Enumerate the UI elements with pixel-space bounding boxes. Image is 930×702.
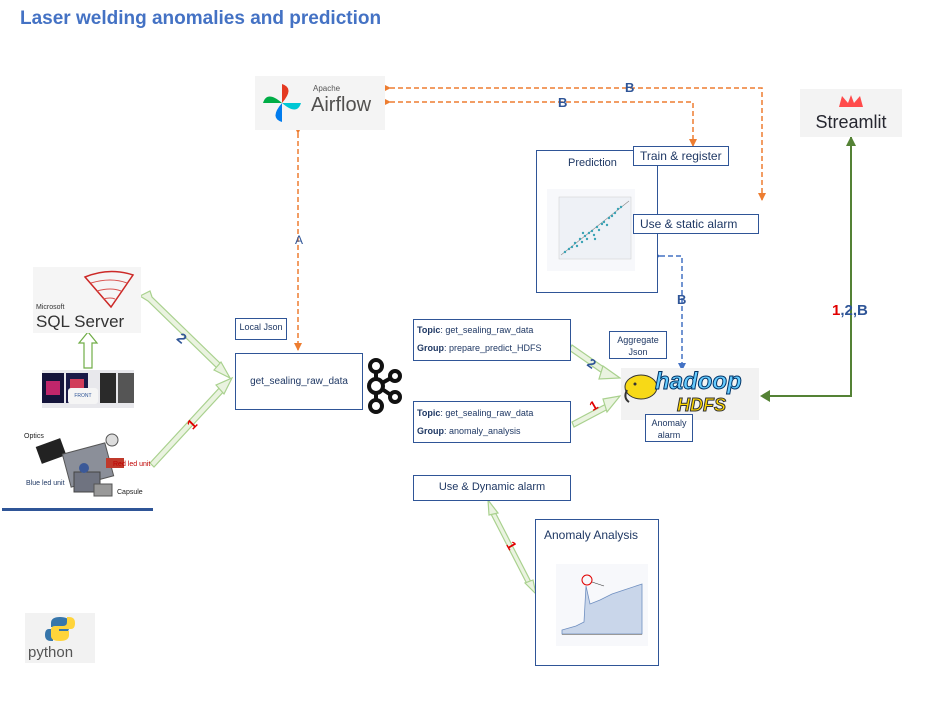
python-snake-icon <box>45 617 75 641</box>
edge-label-streamlit-1: 1 <box>832 302 841 319</box>
edge-label-b-mid: B <box>558 95 568 110</box>
anomaly-alarm-doc: Anomaly alarm <box>645 414 693 442</box>
prediction-box: Prediction <box>536 150 658 293</box>
sql-server-icon <box>83 270 135 309</box>
edge-hdfs-arrowhead <box>760 390 770 402</box>
anomaly-analysis-title: Anomaly Analysis <box>544 528 639 542</box>
instruments-image: FRONT <box>42 370 134 408</box>
airflow-small-text: Apache <box>313 84 341 93</box>
use-static-alarm-node: Use & static alarm <box>633 214 759 234</box>
hadoop-text: hadoop <box>655 368 743 396</box>
red-led-label: Red led unit <box>113 461 151 468</box>
airflow-pinwheel-icon <box>263 84 301 122</box>
aggregate-json-doc: Aggregate Json <box>609 331 667 359</box>
edge-hdfs-streamlit <box>762 136 856 397</box>
local-json-doc: Local Json <box>235 318 287 340</box>
airflow-big-text: Airflow <box>311 94 372 116</box>
edge-label-b-pred: B <box>677 292 687 307</box>
page-title: Laser welding anomalies and prediction <box>20 8 382 29</box>
edge-prediction-hdfs <box>653 252 686 371</box>
use-dynamic-alarm-node: Use & Dynamic alarm <box>413 475 571 501</box>
topic-box-anomaly: Topic: get_sealing_raw_data Group: anoma… <box>413 401 571 443</box>
edge-label-b-top: B <box>625 80 635 95</box>
topic2-topic-line: Topic: get_sealing_raw_data <box>417 408 534 418</box>
thermal-frame-3 <box>100 373 116 403</box>
edge-dynamic-analysis <box>487 498 538 596</box>
topic-box-predict: Topic: get_sealing_raw_data Group: prepa… <box>413 319 571 361</box>
edge-sql-kafka <box>138 290 232 380</box>
python-text: python <box>28 644 74 661</box>
kafka-icon <box>367 358 402 414</box>
sql-big-text: SQL Server <box>36 312 125 331</box>
streamlit-logo: Streamlit <box>800 89 902 137</box>
kafka-source-box: get_sealing_raw_data <box>235 353 363 410</box>
edge-airflow-static <box>383 84 766 201</box>
prediction-scatter-thumbnail <box>547 189 635 271</box>
hdfs-text: HDFS <box>677 395 727 416</box>
device-icon: FRONT <box>68 388 98 404</box>
hadoop-elephant-icon <box>624 374 658 403</box>
thermal-frame-4 <box>118 373 134 403</box>
edge-airflow-train <box>383 98 697 147</box>
edge-label-streamlit: 1,2,B <box>832 302 868 319</box>
capsule-label: Capsule <box>117 489 143 496</box>
sql-server-logo: Microsoft SQL Server <box>33 267 141 333</box>
optics-label: Optics <box>24 433 44 440</box>
sql-small-text: Microsoft <box>36 304 65 311</box>
python-logo: python <box>25 613 95 663</box>
hadoop-hdfs-logo: hadoop HDFS <box>621 368 759 420</box>
laser-sensor-device: Optics Red led unit Blue led unit Capsul… <box>24 428 154 510</box>
edge-sensor-kafka <box>149 376 234 468</box>
edge-instruments-sql <box>77 331 99 369</box>
topic1-topic-line: Topic: get_sealing_raw_data <box>417 325 534 335</box>
thermal-frame-1 <box>42 373 64 403</box>
airflow-logo: Apache Airflow <box>255 76 385 130</box>
edge-label-a: A <box>295 233 304 247</box>
sensor-underline <box>2 508 153 511</box>
train-register-node: Train & register <box>633 146 729 166</box>
prediction-title: Prediction <box>568 157 617 169</box>
anomaly-chart-thumbnail <box>556 564 648 646</box>
edge-label-streamlit-2b: ,2,B <box>840 302 868 319</box>
laser-head-icon <box>35 433 124 497</box>
blue-led-label: Blue led unit <box>26 480 65 487</box>
streamlit-text: Streamlit <box>815 112 887 132</box>
anomaly-analysis-box: Anomaly Analysis <box>535 519 659 666</box>
streamlit-crown-icon <box>839 95 863 107</box>
topic1-group-line: Group: prepare_predict_HDFS <box>417 343 542 353</box>
topic2-group-line: Group: anomaly_analysis <box>417 426 521 436</box>
edge-topic2-hdfs <box>571 395 622 428</box>
